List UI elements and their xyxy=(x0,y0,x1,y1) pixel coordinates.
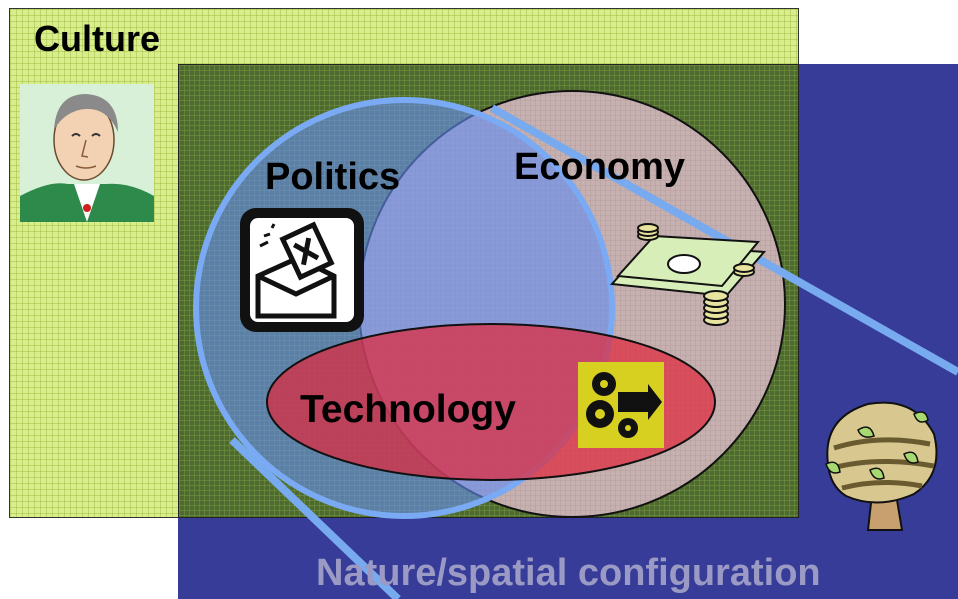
nature-label: Nature/spatial configuration xyxy=(316,552,821,594)
gears-icon xyxy=(578,362,664,448)
culture-label: Culture xyxy=(34,18,160,59)
economy-label: Economy xyxy=(514,146,686,188)
projection-line-lower xyxy=(229,437,401,599)
ballot-box-icon xyxy=(240,208,364,332)
person-portrait-icon xyxy=(20,84,154,222)
politics-label: Politics xyxy=(265,156,401,198)
technology-label: Technology xyxy=(300,388,516,431)
tree-icon xyxy=(825,401,938,531)
money-icon xyxy=(609,223,767,326)
